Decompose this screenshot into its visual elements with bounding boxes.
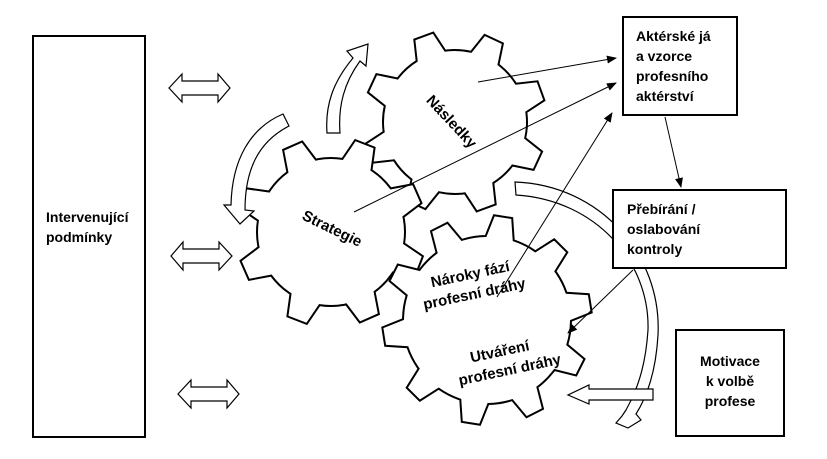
- career-motivation-line3: profese: [704, 393, 756, 409]
- connector-control-to-career-shaping: [567, 269, 634, 334]
- intervening-conditions-line2: podmínky: [46, 229, 113, 245]
- gear-strategy: [237, 138, 425, 326]
- connector-actor-to-control: [664, 116, 683, 188]
- motivation-arrow-icon: [566, 384, 654, 405]
- actor-self-line4: aktérství: [636, 88, 694, 104]
- gear-consequences: [364, 31, 546, 213]
- control-takeover-box: Přebírání / oslabování kontroly: [612, 189, 787, 269]
- control-takeover-line2: oslabování: [627, 221, 701, 237]
- control-takeover-line3: kontroly: [627, 241, 683, 257]
- control-takeover-line1: Přebírání /: [627, 201, 696, 217]
- career-motivation-box: Motivace k volbě profese: [675, 329, 785, 437]
- intervening-conditions-line1: Intervenující: [46, 209, 129, 225]
- gear-career: [381, 214, 593, 426]
- double-arrow-icon[interactable]: [170, 240, 233, 272]
- double-arrow-icon[interactable]: [177, 378, 240, 410]
- cycle-arrow-up-icon: [326, 43, 369, 134]
- actor-self-line2: a vzorce: [636, 48, 693, 64]
- connector-career-demands-to-actor: [496, 112, 613, 298]
- intervening-conditions-box: Intervenující podmínky: [32, 35, 146, 438]
- actor-self-box: Aktérské já a vzorce profesního aktérstv…: [622, 16, 738, 116]
- career-motivation-line2: k volbě: [705, 373, 755, 389]
- connector-consequences-to-actor: [477, 55, 617, 83]
- career-motivation-line1: Motivace: [700, 353, 760, 369]
- connector-strategy-to-actor: [353, 82, 617, 213]
- actor-self-line3: profesního: [636, 68, 709, 84]
- cycle-arrow-down-icon: [222, 113, 290, 225]
- double-arrow-icon[interactable]: [168, 72, 231, 104]
- actor-self-line1: Aktérské já: [636, 28, 711, 44]
